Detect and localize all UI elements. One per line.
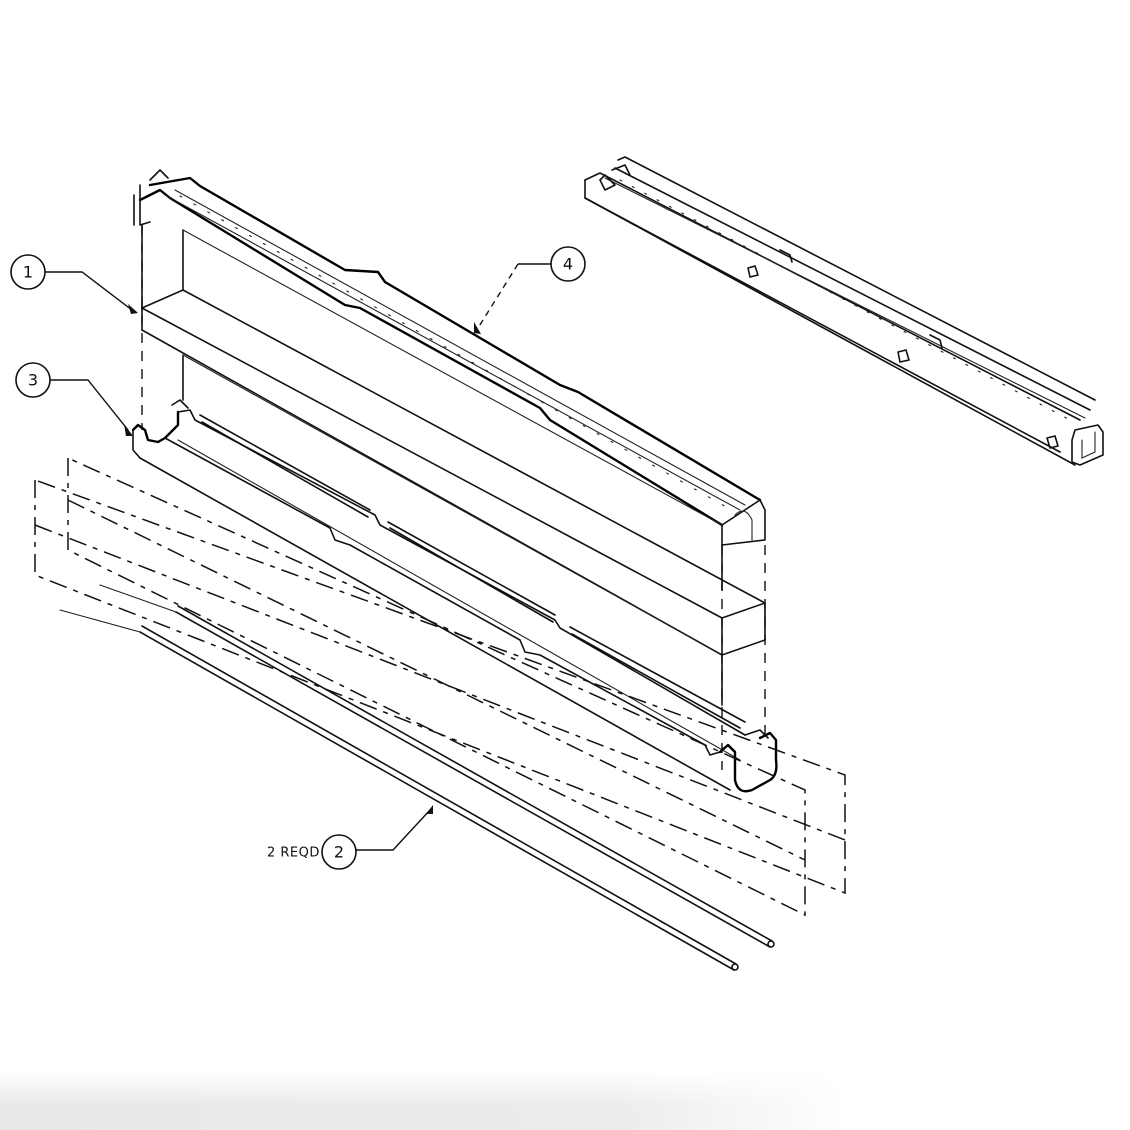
balloon-4: 4 xyxy=(474,246,586,334)
balloon-3: 3 xyxy=(15,362,133,436)
rods-part-2 xyxy=(59,584,775,971)
bottom-shadow xyxy=(0,1070,1130,1130)
svg-text:4: 4 xyxy=(563,255,573,274)
svg-text:1: 1 xyxy=(23,263,33,282)
balloon-2: 2 2 REQD xyxy=(267,805,433,870)
phantom-panel-outlines xyxy=(34,457,846,917)
svg-text:3: 3 xyxy=(28,371,38,390)
bottom-channel-part-3 xyxy=(131,399,778,793)
top-rail-assembly-part-4 xyxy=(584,156,1104,466)
quantity-note: 2 REQD xyxy=(267,846,320,861)
svg-text:2: 2 xyxy=(334,843,344,862)
alignment-lines xyxy=(141,225,766,770)
balloon-1: 1 xyxy=(10,254,138,314)
